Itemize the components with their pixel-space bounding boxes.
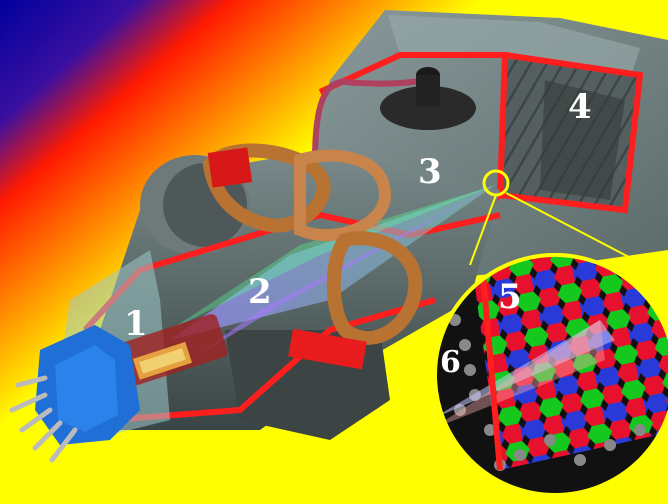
label-phosphor-dots: 5 bbox=[498, 277, 522, 317]
label-shadow-mask: 6 bbox=[440, 345, 461, 380]
label-focusing-area: 3 bbox=[418, 152, 442, 192]
label-phosphor-screen: 4 bbox=[568, 87, 592, 127]
label-electron-guns: 1 bbox=[124, 304, 148, 344]
label-electron-beams: 2 bbox=[248, 272, 272, 312]
